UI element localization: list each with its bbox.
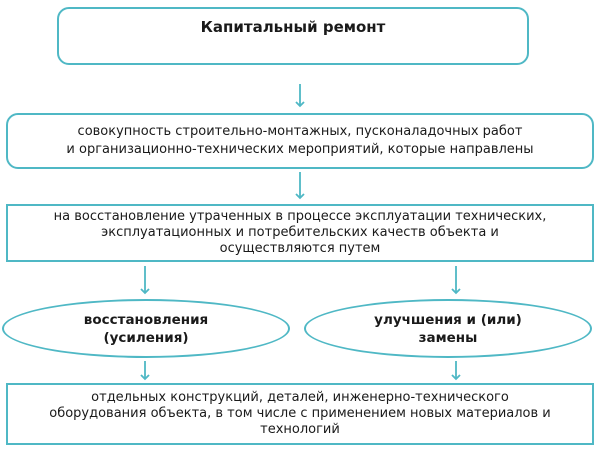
purpose-line-3: осуществляются путем: [219, 241, 381, 256]
purpose-line-2: эксплуатационных и потребительских качес…: [101, 225, 499, 240]
objects-line-1: отдельных конструкций, деталей, инженерн…: [91, 390, 509, 405]
branch-right-line-1: улучшения и (или): [374, 311, 522, 328]
definition-line-1: совокупность строительно-монтажных, пуск…: [77, 124, 523, 139]
purpose-line-1: на восстановление утраченных в процессе …: [53, 209, 547, 224]
purpose-box: на восстановление утраченных в процессе …: [6, 204, 594, 262]
objects-line-2: оборудования объекта, в том числе с прим…: [49, 406, 551, 421]
branch-left-line-1: восстановления: [83, 311, 209, 328]
branch-improvement-ellipse: улучшения и (или) замены: [304, 299, 592, 358]
branch-restoration-ellipse: восстановления (усиления): [2, 299, 290, 358]
objects-box: отдельных конструкций, деталей, инженерн…: [6, 383, 594, 445]
title-text: Капитальный ремонт: [200, 18, 386, 36]
definition-box: совокупность строительно-монтажных, пуск…: [6, 113, 594, 169]
definition-line-2: и организационно-технических мероприятий…: [66, 142, 534, 157]
title-box: Капитальный ремонт: [57, 7, 529, 65]
branch-left-line-2: (усиления): [103, 329, 189, 346]
objects-line-3: технологий: [260, 422, 340, 437]
branch-right-line-2: замены: [418, 329, 478, 346]
